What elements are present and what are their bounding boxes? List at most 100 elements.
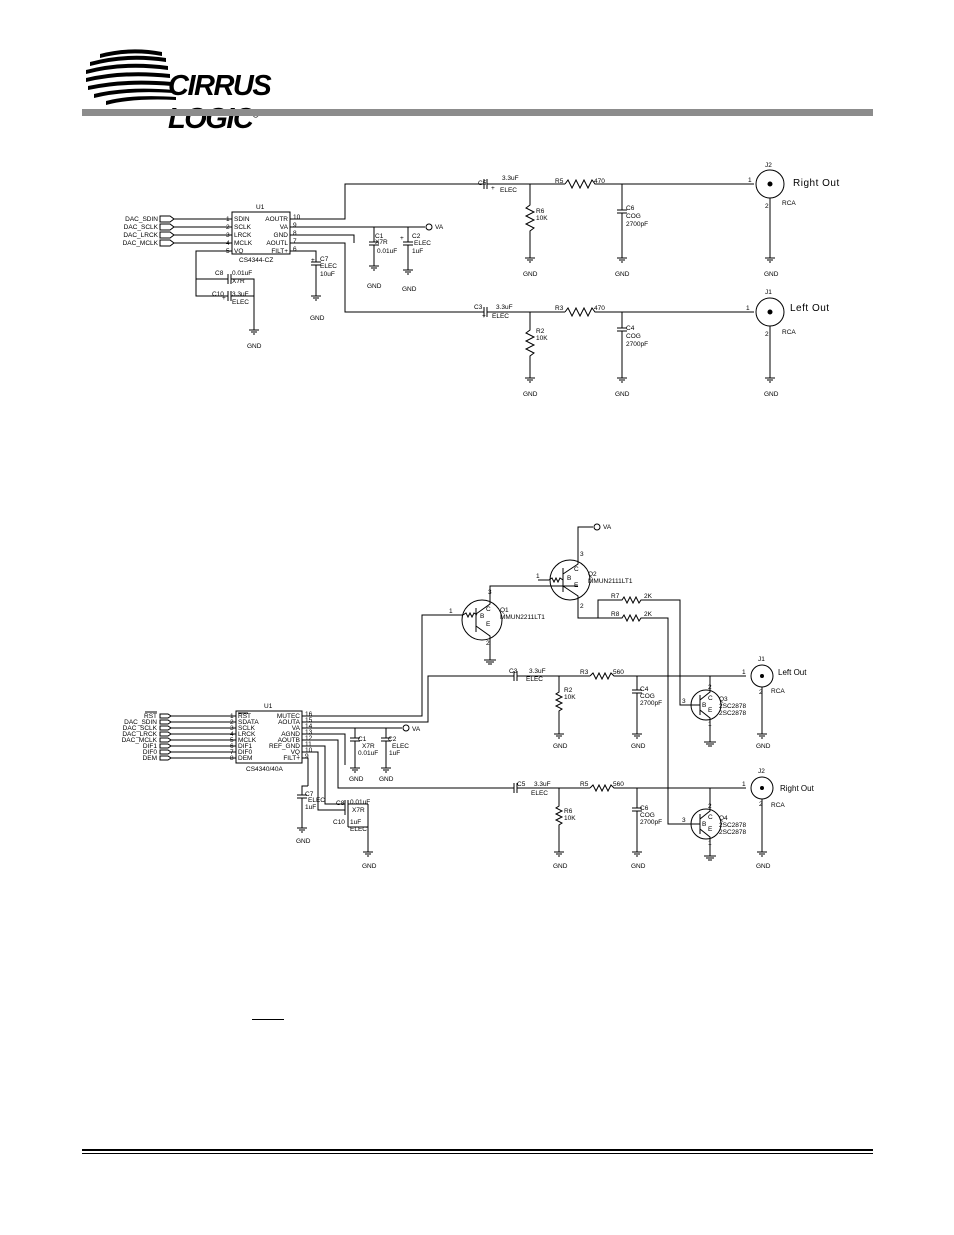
fig1-c2-ref: C2 — [412, 233, 421, 240]
fig2-va-terminal — [402, 724, 410, 732]
fig1-c3-ref: C3 — [474, 304, 483, 311]
fig2-pin-num: 1 — [708, 840, 712, 847]
fig1-input-label: DAC_SCLK — [124, 224, 159, 231]
fig2-pin-num: 1 — [449, 608, 453, 615]
fig2-q2-part: MMUN2111LT1 — [588, 578, 633, 585]
fig2-c1-value: 0.01uF — [358, 750, 378, 757]
fig2-j1-pin — [760, 674, 764, 678]
fig1-j1-ref: J1 — [765, 289, 772, 296]
fig2-r5-value: 560 — [613, 781, 624, 788]
fig2-u1-right-pins: MUTEC AOUTA VA AGND AOUTB REF_GND VQ FIL… — [269, 711, 313, 762]
fig1-c6-value: 2700pF — [626, 221, 648, 228]
fig1-gnd-label: GND — [615, 271, 630, 278]
fig2-c4-type: COG — [640, 693, 655, 700]
fig1-r2-ref: R2 — [536, 328, 545, 335]
fig1-c5-value: 3.3uF — [502, 175, 519, 182]
fig2-q3-wires — [686, 676, 716, 747]
header-bar — [82, 109, 873, 116]
fig1-c10-type: ELEC — [232, 299, 249, 306]
fig2-r2 — [554, 676, 564, 739]
fig2-aouta-wire — [302, 675, 514, 723]
svg-text:SDIN: SDIN — [234, 216, 250, 223]
fig1-aoutl-wire — [290, 234, 484, 313]
fig2-c3-value: 3.3uF — [529, 668, 546, 675]
svg-text:4: 4 — [226, 240, 230, 247]
fig2-pin-num: 1 — [742, 669, 746, 676]
fig2-q1-c: C — [486, 606, 491, 613]
fig1-plus: + — [482, 313, 486, 320]
fig1-c6 — [617, 184, 627, 263]
fig2-gnd-label: GND — [296, 838, 311, 845]
fig2-c2-ref: C2 — [388, 736, 397, 743]
fig2-u1-part: CS4340/40A — [246, 766, 284, 773]
fig2-c2-value: 1uF — [389, 750, 400, 757]
fig2-q3-c: C — [708, 695, 713, 702]
fig2-gnd-label: GND — [349, 776, 364, 783]
fig2-q2-b: B — [567, 575, 571, 582]
fig1-c5-ref: C5 — [478, 180, 487, 187]
fig1-input-label: DAC_MCLK — [123, 240, 159, 247]
fig2-pin-num: 2 — [759, 689, 763, 696]
fig2-r2-ref: R2 — [564, 687, 573, 694]
fig2-c3-type: ELEC — [526, 676, 543, 683]
fig1-c7-ref: C7 — [320, 256, 329, 263]
fig2-input-label: DIF1 — [143, 743, 157, 750]
fig1-j1-type: RCA — [782, 329, 796, 336]
fig1-r2 — [524, 312, 536, 383]
fig1-gnd-label: GND — [615, 391, 630, 398]
fig2-mutec-wire — [302, 614, 452, 717]
svg-text:6: 6 — [230, 743, 234, 750]
fig2-c2-type: ELEC — [392, 743, 409, 750]
svg-text:MUTEC: MUTEC — [277, 713, 300, 720]
fig2-gnd-label: GND — [379, 776, 394, 783]
fig1-gnd-label: GND — [247, 343, 262, 350]
fig1-r5-value: 470 — [594, 178, 605, 185]
fig1-c10-value: 3.3uF — [232, 291, 249, 298]
fig2-gnd-label: GND — [631, 743, 646, 750]
svg-text:9: 9 — [305, 753, 309, 760]
fig2-c10-value: 1uF — [350, 819, 361, 826]
fig1-c7-type: ELEC — [320, 263, 337, 270]
fig2-j1-type: RCA — [771, 688, 785, 695]
svg-text:AOUTL: AOUTL — [266, 240, 288, 247]
fig1-plus: + — [222, 295, 226, 302]
fig2-j1-ref: J1 — [758, 656, 765, 663]
fig1-u1-part: CS4344-CZ — [239, 257, 273, 264]
fig1-input-connectors — [159, 215, 232, 247]
fig2-r3-ref: R3 — [580, 669, 589, 676]
fig1-va-label: VA — [435, 224, 444, 231]
fig1-c8-ref: C8 — [215, 270, 224, 277]
fig1-r3 — [564, 306, 754, 318]
svg-text:9: 9 — [293, 222, 297, 229]
svg-text:SCLK: SCLK — [238, 725, 256, 732]
figure-1-schematic: DAC_SDIN DAC_SCLK DAC_LRCK DAC_MCLK U1 C… — [123, 162, 840, 398]
fig1-plus: + — [491, 185, 495, 192]
fig2-input-label: DAC_LRCK — [122, 731, 157, 738]
fig2-q4-c: C — [708, 814, 713, 821]
fig1-r2-value: 10K — [536, 335, 548, 342]
svg-text:4: 4 — [230, 731, 234, 738]
svg-text:8: 8 — [293, 230, 297, 237]
fig1-j2-pin — [767, 181, 773, 187]
footer-rule — [82, 1149, 873, 1151]
fig2-c5-ref: C5 — [517, 781, 526, 788]
fig2-j2-gnd — [757, 799, 767, 857]
fig2-q3-part: 2SC2878 — [719, 710, 746, 717]
fig1-gnd-label: GND — [523, 391, 538, 398]
fig2-c1 — [350, 728, 360, 773]
svg-text:FILT+: FILT+ — [271, 248, 288, 255]
cirrus-logic-logo: CIRRUS LOGIC® — [82, 48, 342, 135]
fig2-q2-e: E — [574, 582, 579, 589]
fig2-input-label: DIF0 — [143, 749, 157, 756]
fig1-gnd-label: GND — [523, 271, 538, 278]
fig1-c7-value: 10uF — [320, 271, 335, 278]
svg-text:LRCK: LRCK — [238, 731, 256, 738]
fig1-c3-value: 3.3uF — [496, 304, 513, 311]
fig2-c6 — [632, 788, 642, 857]
svg-text:VQ: VQ — [291, 749, 300, 756]
fig2-input-label: RST — [144, 713, 157, 720]
svg-text:MCLK: MCLK — [238, 737, 257, 744]
fig1-r6-value: 10K — [536, 215, 548, 222]
fig2-q1-wires — [452, 585, 578, 665]
